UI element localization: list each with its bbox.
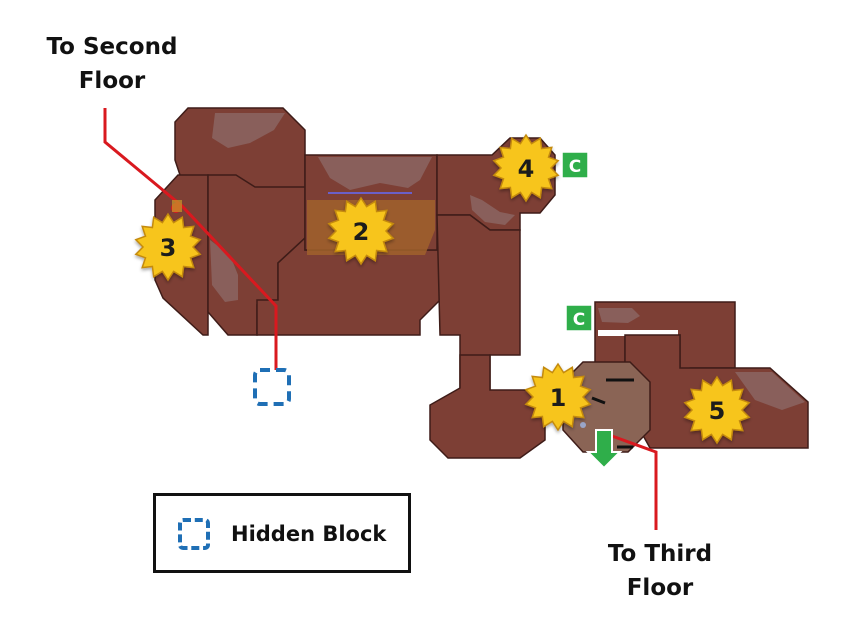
star-number: 1 bbox=[550, 384, 567, 412]
checkpoint-flag-upper[interactable]: C bbox=[561, 151, 589, 179]
rubble-right-main bbox=[735, 372, 805, 410]
checkpoint-flag-lower[interactable]: C bbox=[565, 304, 593, 332]
star-number: 4 bbox=[518, 155, 535, 183]
hidden-block-legend-label: Hidden Block bbox=[231, 522, 387, 546]
pipe-marker bbox=[580, 422, 586, 428]
star-marker-3[interactable]: 3 bbox=[134, 212, 202, 282]
to-third-floor-line-2: Floor bbox=[626, 575, 694, 601]
to-third-floor-line-1: To Third bbox=[607, 541, 713, 567]
to-second-floor-label: To Second Floor bbox=[22, 30, 202, 98]
rubble-room-2 bbox=[318, 157, 432, 190]
rubble-right-top bbox=[598, 308, 640, 323]
corridor-center bbox=[436, 214, 521, 391]
rubble-left-middle bbox=[210, 240, 238, 302]
star-marker-1[interactable]: 1 bbox=[524, 362, 592, 432]
star-number: 3 bbox=[160, 234, 177, 262]
second-floor-door bbox=[172, 200, 182, 212]
to-second-floor-line-2: Floor bbox=[78, 68, 146, 94]
rubble-top-left bbox=[212, 113, 285, 148]
down-arrow-icon bbox=[585, 429, 623, 470]
star-marker-4[interactable]: 4 bbox=[492, 133, 560, 203]
star-number: 2 bbox=[353, 218, 370, 246]
to-second-floor-line-1: To Second bbox=[46, 34, 178, 60]
rubble-right-branch bbox=[470, 195, 515, 225]
hidden-block-legend-icon bbox=[178, 518, 210, 550]
route-to-third-floor bbox=[611, 434, 658, 530]
star-marker-5[interactable]: 5 bbox=[683, 375, 751, 445]
gap-ledge bbox=[598, 330, 678, 336]
ledge-1b bbox=[591, 396, 606, 405]
to-third-floor-label: To Third Floor bbox=[570, 537, 750, 605]
checkpoint-label: C bbox=[573, 310, 585, 330]
floor-left-complex bbox=[154, 107, 556, 459]
star-number: 5 bbox=[709, 397, 726, 425]
hidden-block-icon[interactable] bbox=[253, 368, 291, 406]
checkpoint-label: C bbox=[569, 157, 581, 177]
room-lower-center bbox=[429, 354, 546, 459]
star-marker-2[interactable]: 2 bbox=[327, 196, 395, 266]
map-legend: Hidden Block bbox=[153, 493, 411, 573]
